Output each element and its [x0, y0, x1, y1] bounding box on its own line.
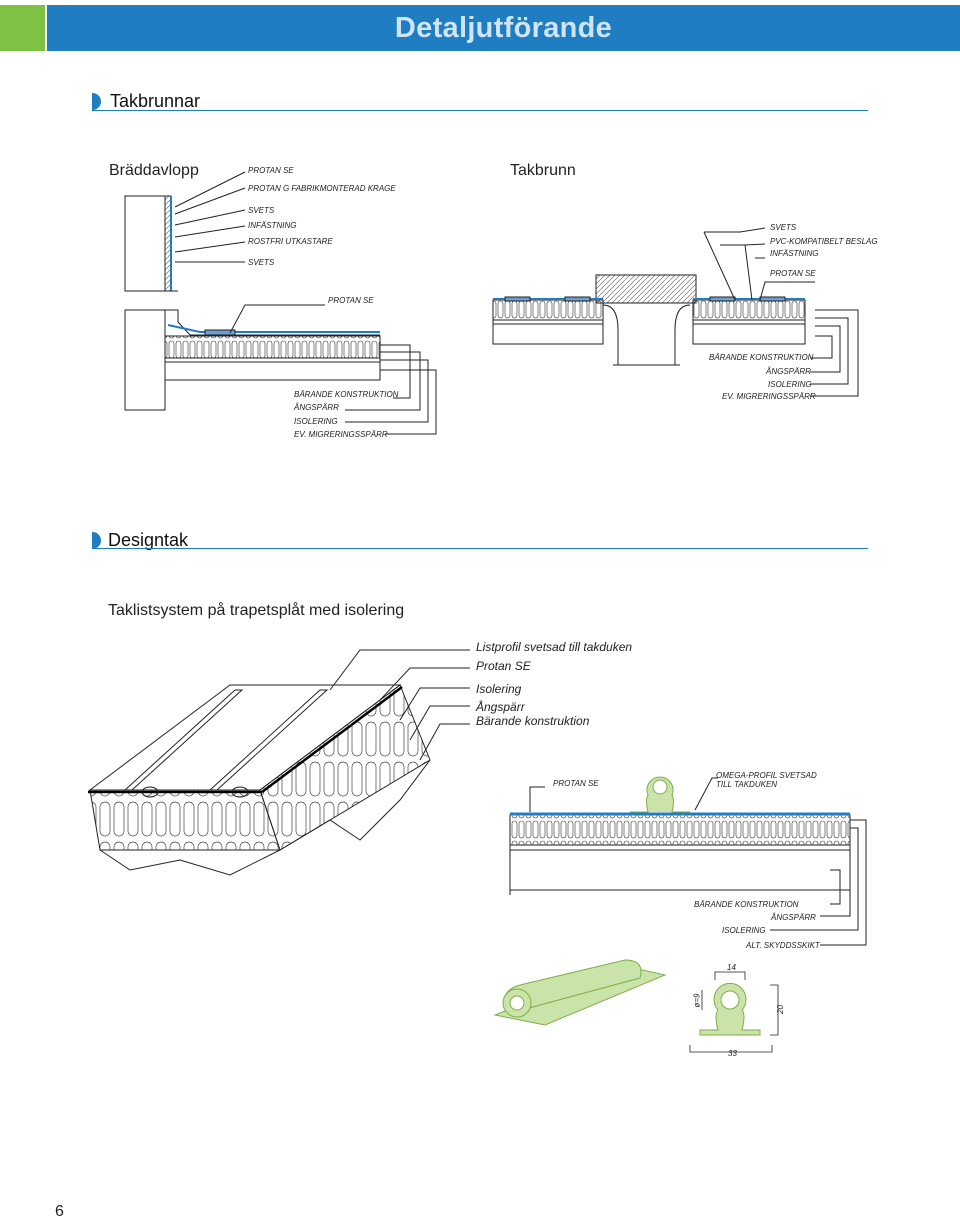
label-infastning-r: INFÄSTNING: [770, 249, 819, 258]
omega-section-drawing: [509, 776, 867, 946]
section-marker: [92, 93, 101, 110]
omega-label-barande: BÄRANDE KONSTRUKTION: [694, 900, 799, 909]
omega-label-protan: PROTAN SE: [553, 779, 599, 788]
designtak-subtitle: Taklistsystem på trapetsplåt med isoleri…: [108, 602, 405, 619]
header-bar: [47, 5, 960, 51]
label-angsparr: ÅNGSPÄRR: [294, 403, 339, 412]
omega-label-isolering: ISOLERING: [722, 926, 766, 935]
label-beslag: PVC-KOMPATIBELT BESLAG: [770, 237, 878, 246]
label-svets-r: SVETS: [770, 223, 797, 232]
page-number: 6: [55, 1203, 64, 1220]
braddavlopp-title: Bräddavlopp: [109, 162, 199, 179]
label-krage: PROTAN G FABRIKMONTERAD KRAGE: [248, 184, 396, 193]
omega-label-right-1: OMEGA-PROFIL SVETSAD: [716, 771, 817, 780]
dimension-lines: [689, 971, 779, 1053]
iso-label-barande: Bärande konstruktion: [476, 714, 590, 728]
label-barande-r: BÄRANDE KONSTRUKTION: [709, 353, 814, 362]
label-svets: SVETS: [248, 206, 275, 215]
dimension-top: 14: [727, 963, 736, 972]
omega-label-skyddsskikt: ALT. SKYDDSSKIKT: [746, 941, 820, 950]
section-title-takbrunnar: Takbrunnar: [110, 91, 201, 111]
section-rule-2: [92, 548, 868, 549]
section-rule: [92, 110, 868, 111]
iso-label-angsparr: Ångspärr: [476, 700, 525, 714]
takbrunn-title: Takbrunn: [510, 162, 576, 179]
dimension-diameter: ø=9: [692, 993, 702, 1008]
iso-label-listprofil: Listprofil svetsad till takduken: [476, 640, 633, 654]
label-infastning: INFÄSTNING: [248, 221, 297, 230]
label-angsparr-r: ÅNGSPÄRR: [766, 367, 811, 376]
omega-profile-detail: [493, 959, 761, 1036]
label-utkastare: ROSTFRI UTKASTARE: [248, 237, 333, 246]
label-migrering: EV. MIGRERINGSSPÄRR: [294, 430, 388, 439]
iso-label-protan: Protan SE: [476, 659, 531, 673]
label-isolering-r: ISOLERING: [768, 380, 812, 389]
dimension-height: 20: [775, 1005, 785, 1014]
section-title-designtak: Designtak: [108, 530, 189, 550]
label-protan-se-r: PROTAN SE: [770, 269, 816, 278]
header-accent-block: [0, 5, 45, 51]
label-svets-2: SVETS: [248, 258, 275, 267]
braddavlopp-drawing: [124, 171, 437, 435]
label-protan-se-2: PROTAN SE: [328, 296, 374, 305]
label-migrering-r: EV. MIGRERINGSSPÄRR: [722, 392, 816, 401]
takbrunn-drawing: [492, 227, 859, 397]
dimension-bottom: 33: [728, 1049, 737, 1058]
iso-label-isolering: Isolering: [476, 682, 522, 696]
isometric-roof-drawing: [88, 649, 470, 876]
label-barande: BÄRANDE KONSTRUKTION: [294, 390, 399, 399]
label-protan-se: PROTAN SE: [248, 166, 294, 175]
label-isolering: ISOLERING: [294, 417, 338, 426]
section-marker-2: [92, 532, 101, 549]
omega-label-right-2: TILL TAKDUKEN: [716, 780, 778, 789]
omega-label-angsparr: ÅNGSPÄRR: [771, 913, 816, 922]
page-title: Detaljutförande: [394, 12, 613, 44]
